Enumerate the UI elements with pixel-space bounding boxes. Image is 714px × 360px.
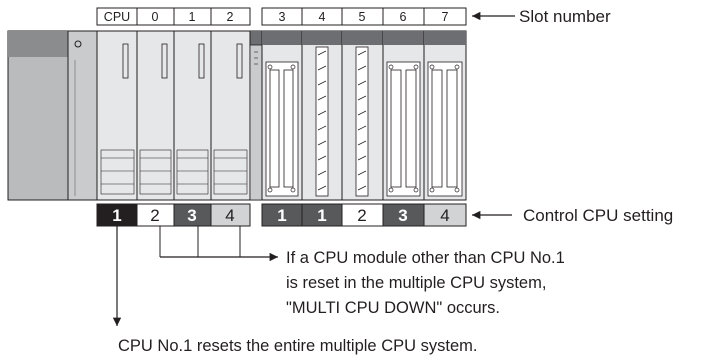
cpu-module-1 bbox=[173, 30, 212, 201]
note-reset-cpu1: CPU No.1 resets the entire multiple CPU … bbox=[118, 337, 477, 355]
base-spacer bbox=[249, 44, 263, 201]
io-module-7 bbox=[423, 30, 467, 201]
slot-label-4: 4 bbox=[319, 10, 326, 24]
slot-cell-2 bbox=[210, 7, 251, 26]
control-value-0: 2 bbox=[150, 206, 159, 225]
cpu-connector-icon bbox=[213, 149, 248, 195]
control-value-2: 4 bbox=[225, 206, 234, 225]
control-value-1: 3 bbox=[187, 206, 196, 225]
io-terminal-block-icon bbox=[355, 46, 369, 197]
cpu-led-column-icon bbox=[236, 43, 243, 79]
io-connector-icon bbox=[386, 61, 421, 197]
slot-label-6: 6 bbox=[400, 10, 407, 24]
cpu-led-column-icon bbox=[161, 43, 168, 79]
slot-label-cpu: CPU bbox=[104, 10, 130, 24]
cpu-connector-icon bbox=[176, 149, 209, 195]
power-supply-side bbox=[67, 30, 98, 201]
slot-label-3: 3 bbox=[279, 10, 286, 24]
io-module-4 bbox=[301, 30, 343, 201]
control-cell-2 bbox=[210, 203, 251, 227]
power-led-icon bbox=[74, 40, 82, 48]
control-value-4: 1 bbox=[317, 206, 326, 225]
control-cell-7 bbox=[423, 203, 467, 227]
cpu-connector-icon bbox=[139, 149, 172, 195]
power-supply-module bbox=[7, 30, 98, 201]
slot-label-1: 1 bbox=[189, 10, 196, 24]
cpu-led-column-icon bbox=[122, 43, 129, 79]
note-reset-other-line3: "MULTI CPU DOWN" occurs. bbox=[286, 299, 500, 317]
slot-number-row: CPU 0 1 2 3 4 5 6 7 bbox=[96, 7, 467, 26]
cpu-connector-icon bbox=[100, 149, 135, 195]
slot-number-caption: Slot number bbox=[519, 7, 611, 26]
cpu-module-0 bbox=[136, 30, 175, 201]
cpu-module-cpu bbox=[96, 30, 138, 201]
control-value-3: 1 bbox=[277, 206, 286, 225]
control-value-5: 2 bbox=[357, 206, 366, 225]
cpu-led-column-icon bbox=[198, 43, 205, 79]
io-connector-icon bbox=[427, 61, 463, 197]
note-reset-other-line1: If a CPU module other than CPU No.1 bbox=[286, 249, 565, 267]
note-reset-other-line2: is reset in the multiple CPU system, bbox=[286, 274, 546, 292]
cpu-module-2 bbox=[210, 30, 251, 201]
reset-other-connector bbox=[159, 226, 278, 262]
control-cpu-row: 1 2 3 4 1 1 2 3 4 bbox=[96, 203, 467, 227]
io-module-5 bbox=[341, 30, 384, 201]
slot-cell-7 bbox=[423, 7, 467, 26]
slot-label-0: 0 bbox=[152, 10, 159, 24]
io-module-3 bbox=[261, 30, 303, 201]
slot-label-5: 5 bbox=[359, 10, 366, 24]
io-terminal-block-icon bbox=[315, 46, 329, 197]
base-unit bbox=[7, 30, 467, 201]
io-module-6 bbox=[382, 30, 425, 201]
slot-label-2: 2 bbox=[227, 10, 234, 24]
control-cpu-caption: Control CPU setting bbox=[523, 206, 673, 225]
control-value-7: 4 bbox=[440, 206, 449, 225]
slot-label-7: 7 bbox=[442, 10, 449, 24]
control-value-6: 3 bbox=[398, 206, 407, 225]
control-value-cpu: 1 bbox=[112, 206, 121, 225]
power-supply-top bbox=[8, 31, 68, 57]
